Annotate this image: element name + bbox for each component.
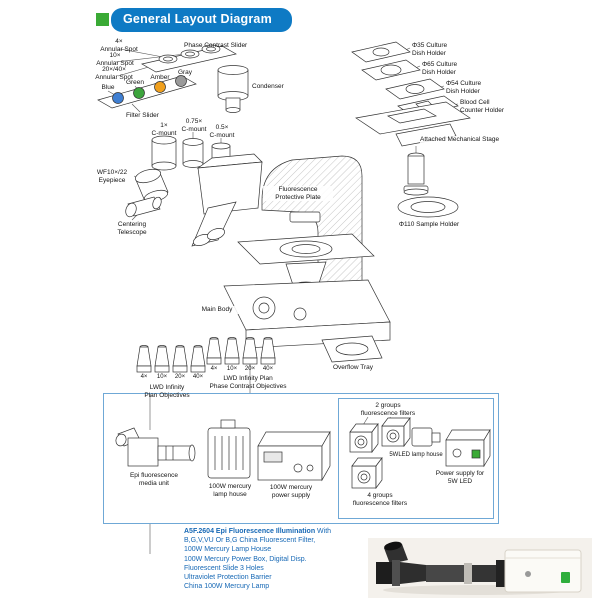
label-annular-10x: 10× Annular Spot [96,52,134,67]
label-cmount-1x: 1× C-mount [151,122,177,137]
page-title: General Layout Diagram [111,8,292,32]
mag-label: 10× [226,366,238,372]
label-centering-telescope: Centering Telescope [117,221,147,236]
label-led-lamp: 5WLED lamp house [389,452,443,458]
label-led-power: Power supply for 5W LED [435,470,485,485]
mag-label: 40× [262,366,274,372]
label-cmount-05x: 0.5× C-mount [209,124,235,139]
label-overflow-tray: Overflow Tray [332,364,374,371]
description-line: B,G,V,VU Or B,G China Fluorescent Filter… [184,537,316,545]
label-epi-unit: Epi fluorescence media unit [129,472,179,487]
description-title-suffix: With [315,528,332,535]
label-filter-blue: Blue [101,84,115,91]
label-cmount-075x: 0.75× C-mount [181,118,207,133]
power-switch [561,572,570,583]
label-filter-green: Green [125,79,145,86]
objective-mags-phase: 4× 10× 20× 40× [205,366,277,372]
label-mercury-power: 100W mercury power supply [269,484,313,499]
mag-label: 20× [244,366,256,372]
label-lwd-plan-objectives: LWD Infinity Plan Objectives [144,384,190,399]
mag-label: 40× [192,374,204,380]
description-line: Ultraviolet Protection Barrier [184,574,272,582]
product-photo [368,538,592,598]
label-filters-2g: 2 groups fluorescence filters [360,402,416,417]
description-line: Fluorescent Slide 3 Holes [184,564,264,572]
label-blood-cell-holder: Blood Cell Counter Holder [460,99,505,114]
label-dish-35: Φ35 Culture Dish Holder [412,42,448,57]
label-eyepiece: WF10×/22 Eyepiece [96,169,128,184]
filter-dot-amber [154,81,166,93]
filter-dot-green [133,87,145,99]
label-filter-gray: Gray [177,69,193,76]
label-annular-20-40x: 20×/40× Annular Spot [95,66,133,81]
label-sample-holder: Φ110 Sample Holder [398,221,460,228]
objective-mags-plain: 4× 10× 20× 40× [135,374,207,380]
label-filters-4g: 4 groups fluorescence filters [352,492,408,507]
fluorescence-kit-box [103,393,499,524]
mag-label: 4× [140,374,148,380]
label-dish-54: Φ54 Culture Dish Holder [446,80,482,95]
label-lwd-phase-objectives: LWD Infinity Plan Phase Contrast Objecti… [209,375,287,390]
product-description: A5F.2604 Epi Fluorescence Illumination W… [184,527,380,592]
description-line: 100W Mercury Lamp House [184,546,272,554]
filter-dot-gray [175,75,187,87]
header-accent-square [96,13,109,27]
description-line: China 100W Mercury Lamp [184,583,270,591]
label-fluorescence-plate: Fluorescence Protective Plate [263,186,333,202]
description-line: 100W Mercury Power Box, Digital Disp. [184,555,307,563]
label-filter-slider: Filter Slider [126,112,159,119]
filter-dot-blue [112,92,124,104]
label-dish-65: Φ65 Culture Dish Holder [422,61,458,76]
page-header: General Layout Diagram [96,8,292,32]
diagram-parts [97,41,491,490]
description-title: A5F.2604 Epi Fluorescence Illumination [184,528,316,535]
mag-label: 10× [156,374,168,380]
mag-label: 20× [174,374,186,380]
label-mechanical-stage: Attached Mechanical Stage [420,136,510,144]
mag-label: 4× [210,366,218,372]
led-kit-box [338,398,494,519]
camera-adapter-photo [376,541,582,595]
label-main-body: Main Body [194,306,240,314]
label-annular-4x: 4× Annular Spot [100,38,138,53]
label-filter-amber: Amber [150,74,170,81]
label-condenser: Condenser [252,83,284,90]
label-mercury-lamp: 100W mercury lamp house [208,483,252,498]
label-phase-contrast-slider: Phase Contrast Slider [184,42,248,49]
description-line: A5F.2604 Epi Fluorescence Illumination W… [184,527,380,536]
